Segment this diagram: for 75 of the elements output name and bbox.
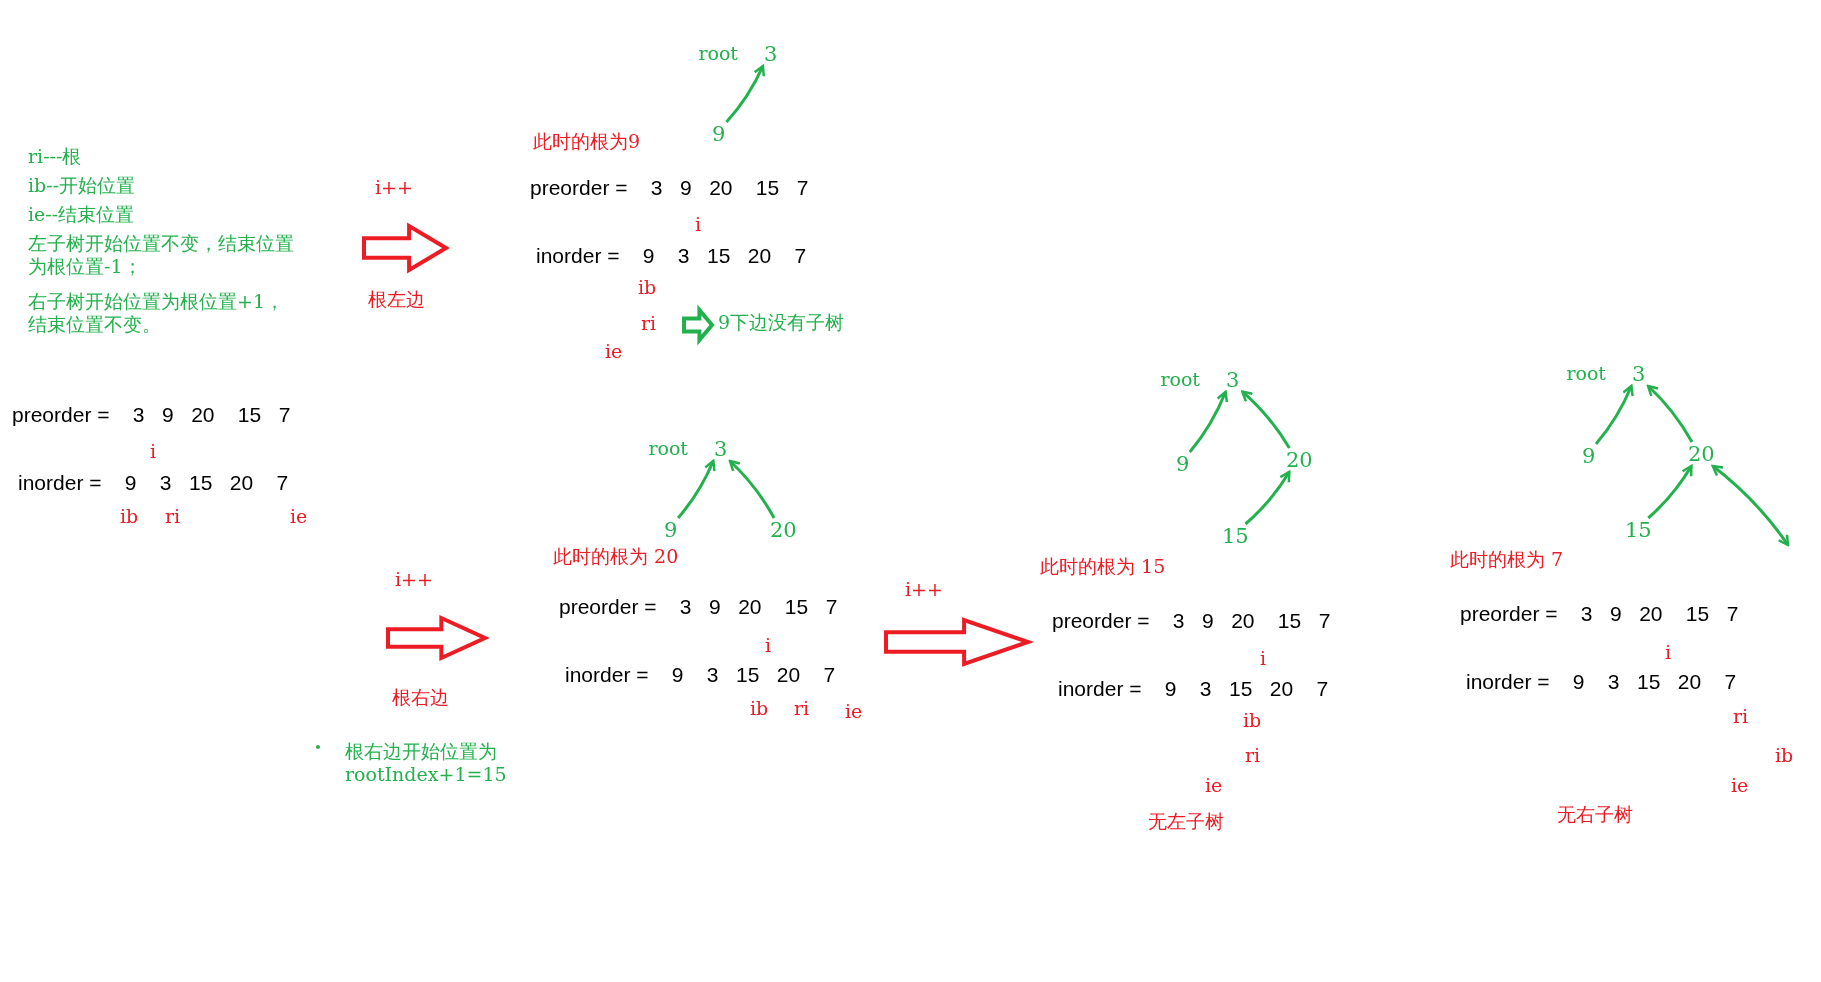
tree-node-value: 3 <box>1226 368 1240 392</box>
root-note: 此时的根为 15 <box>1040 555 1166 578</box>
arrow <box>1244 470 1291 526</box>
arrow <box>1241 390 1291 449</box>
legend-text: ie--结束位置 <box>28 203 135 226</box>
tree-node-value: 20 <box>1688 442 1715 466</box>
array-row: inorder = 9 3 15 20 7 <box>1058 676 1329 702</box>
pointer-label: i <box>765 634 772 657</box>
root-note: 此时的根为 20 <box>553 545 679 568</box>
array-row: inorder = 9 3 15 20 7 <box>1466 669 1737 695</box>
pointer-label: ri <box>641 312 657 335</box>
note-text: 根右边开始位置为rootIndex+1=15 <box>345 740 508 786</box>
array-row: preorder = 3 9 20 15 7 <box>530 175 809 201</box>
note-text: 右子树开始位置为根位置+1，结束位置不变。 <box>28 290 285 336</box>
legend-text: ib--开始位置 <box>28 174 136 197</box>
arrow <box>1647 464 1693 520</box>
step-label: i++ <box>375 176 413 199</box>
tree-node-value: 15 <box>1625 518 1652 542</box>
pointer-label: ri <box>1733 705 1749 728</box>
pointer-label: ie <box>845 700 863 723</box>
pointer-label: ib <box>750 697 769 720</box>
pointer-label: ib <box>120 505 139 528</box>
root-label: root <box>698 42 738 64</box>
pointer-label: ri <box>1245 744 1261 767</box>
arrow <box>676 459 716 519</box>
tree-node-value: 3 <box>1632 362 1646 386</box>
legend-text: ri---根 <box>28 145 82 168</box>
arrow <box>1594 384 1634 445</box>
arrow <box>1711 464 1790 547</box>
step-label: i++ <box>395 568 433 591</box>
pointer-label: ie <box>290 505 308 528</box>
note-text: 9下边没有子树 <box>718 311 845 334</box>
array-row: preorder = 3 9 20 15 7 <box>1052 608 1331 634</box>
pointer-label: ie <box>1205 774 1223 797</box>
tree-node-value: 3 <box>764 42 778 66</box>
pointer-label: ib <box>638 276 657 299</box>
root-label: root <box>1566 362 1606 384</box>
tree-node-value: 20 <box>1286 448 1313 472</box>
root-note: 此时的根为 7 <box>1450 548 1564 571</box>
tree-node-value: 9 <box>1176 452 1190 476</box>
tree-node-value: 9 <box>1582 444 1596 468</box>
root-label: root <box>648 437 688 459</box>
pointer-label: i <box>1665 641 1672 664</box>
conclusion-note: 无右子树 <box>1557 803 1633 826</box>
arrow <box>1646 384 1694 443</box>
root-label: root <box>1160 368 1200 390</box>
tree-node-value: 3 <box>714 437 728 461</box>
pointer-label: i <box>695 213 702 236</box>
pointer-label: ib <box>1775 744 1794 767</box>
step-label: 根左边 <box>368 288 425 311</box>
pointer-label: i <box>1260 647 1267 670</box>
pointer-label: ib <box>1243 709 1262 732</box>
root-note: 此时的根为9 <box>533 130 641 153</box>
arrow <box>728 459 776 519</box>
tree-node-value: 9 <box>664 518 678 542</box>
note-text: 左子树开始位置不变，结束位置为根位置-1； <box>28 232 295 278</box>
step-label: 根右边 <box>392 686 449 709</box>
array-row: inorder = 9 3 15 20 7 <box>565 662 836 688</box>
array-row: preorder = 3 9 20 15 7 <box>1460 601 1739 627</box>
tree-node-value: 15 <box>1222 524 1249 548</box>
pointer-label: ri <box>165 505 181 528</box>
arrow <box>725 64 765 123</box>
pointer-label: ie <box>1731 774 1749 797</box>
array-row: preorder = 3 9 20 15 7 <box>12 402 291 428</box>
tree-node-value: 9 <box>712 122 726 146</box>
array-row: inorder = 9 3 15 20 7 <box>18 470 289 496</box>
array-row: inorder = 9 3 15 20 7 <box>536 243 807 269</box>
array-row: preorder = 3 9 20 15 7 <box>559 594 838 620</box>
pointer-label: i <box>150 440 157 463</box>
tree-node-value: 20 <box>770 518 797 542</box>
arrow <box>1188 390 1228 453</box>
conclusion-note: 无左子树 <box>1148 810 1224 833</box>
pointer-label: ie <box>605 340 623 363</box>
step-label: i++ <box>905 578 943 601</box>
pointer-label: ri <box>794 697 810 720</box>
